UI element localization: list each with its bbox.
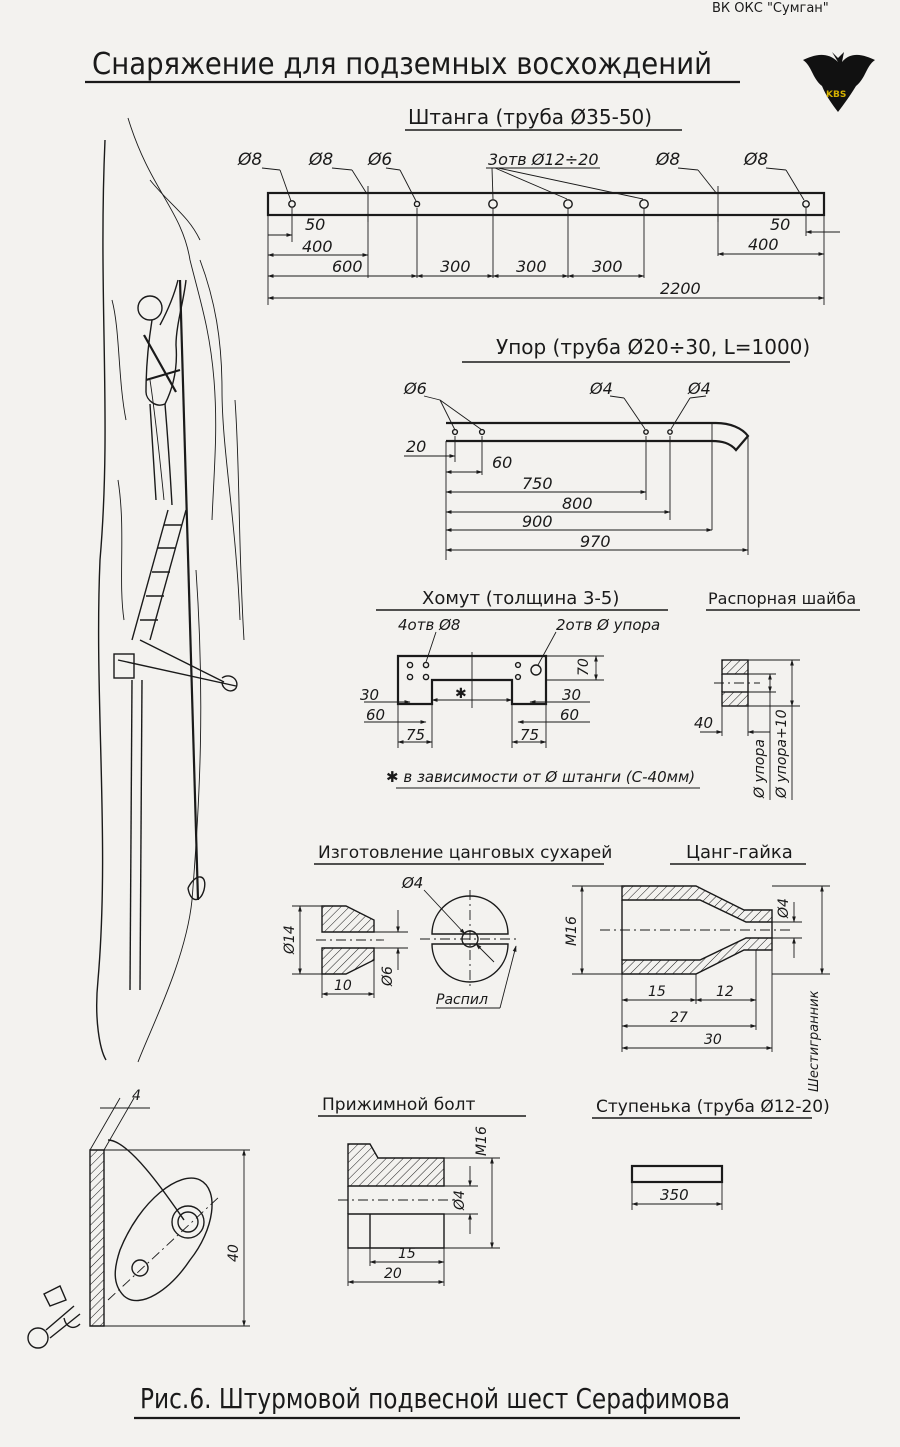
shtanga-dim-400-right: 400 [748,235,779,254]
shtanga-dim-50-right: 50 [770,215,790,234]
upor-dim-800: 800 [562,494,593,513]
stupenka-dim-350: 350 [660,1186,689,1204]
khomut-star-mark: ✱ [455,686,467,702]
shtanga-hole-5: Ø8 [743,150,768,170]
upor-dim-20: 20 [406,437,426,456]
khomut-dim-70: 70 [576,658,592,676]
shtanga-dim-300a: 300 [440,257,471,276]
shtanga-hole-4: Ø8 [655,150,680,170]
bolt-dim-15: 15 [398,1246,416,1262]
caption: Рис.6. Штурмовой подвесной шест Серафимо… [134,1382,740,1420]
climber-scene-illustration [96,117,245,1063]
shtanga-hole-group: 3отв Ø12÷20 [488,150,599,169]
bracket-dim-40: 40 [226,1244,242,1262]
bolt-title: Прижимной болт [322,1095,476,1115]
khomut-dim-30-right: 30 [562,686,581,704]
khomut-upor-holes-label: 2отв Ø упора [556,616,660,634]
header: ВК ОКС "Сумган" Снаряжение для подземных… [85,1,875,112]
gayka-section: Цанг-гайка M16 Ø4 Шестигранник 15 12 27 … [564,842,830,1092]
gayka-dim-m16: M16 [564,916,580,946]
sukhari-dim-d14: Ø14 [282,925,298,955]
shtanga-section: Штанга (труба Ø35-50) Ø8 Ø8 Ø6 3отв Ø12÷… [237,105,840,305]
khomut-dim-60-left: 60 [366,706,385,724]
sukhari-section: Изготовление цанговых сухарей Ø14 Ø6 10 … [282,843,612,1009]
shtanga-dim-400: 400 [302,237,333,256]
khomut-dim-75-left: 75 [406,726,425,744]
bracket-illustration: 40 4 [27,1088,250,1349]
gayka-title: Цанг-гайка [686,842,793,863]
upor-hole-2: Ø4 [589,379,613,398]
khomut-dim-60-right: 60 [560,706,579,724]
gayka-dim-d4: Ø4 [776,898,792,919]
khomut-dim-75-right: 75 [520,726,539,744]
khomut-note: ✱ в зависимости от Ø штанги (C-40мм) [386,768,695,786]
gayka-dim-27: 27 [670,1010,688,1026]
khomut-dim-30-left: 30 [360,686,379,704]
sukhari-title: Изготовление цанговых сухарей [318,843,612,863]
gayka-hex-label: Шестигранник [807,990,822,1092]
khomut-plate [396,654,548,706]
upor-hole-1: Ø6 [403,379,427,398]
page-title: Снаряжение для подземных восхождений [92,47,712,82]
logo-text: KBS [826,90,846,100]
khomut-holes-label: 4отв Ø8 [398,616,460,634]
shtanga-dim-2200: 2200 [660,279,701,298]
gayka-dim-15: 15 [648,984,666,1000]
khomut-section: Хомут (толщина 3-5) 4отв Ø8 2отв Ø упора… [360,588,700,789]
shtanga-hole-2: Ø8 [308,150,333,170]
upor-dim-900: 900 [522,512,553,531]
bolt-dim-m16: M16 [474,1126,490,1156]
bolt-dim-d4: Ø4 [452,1190,468,1211]
sukhari-dim-d4: Ø4 [401,874,423,892]
upor-dim-750: 750 [522,474,553,493]
shtanga-title: Штанга (труба Ø35-50) [408,105,652,129]
org-label: ВК ОКС "Сумган" [712,1,829,16]
khomut-title: Хомут (толщина 3-5) [422,588,619,609]
shayba-dim-upor-plus: Ø упора+10 [774,709,790,799]
figure-caption: Рис.6. Штурмовой подвесной шест Серафимо… [140,1382,730,1415]
stupenka-title: Ступенька (труба Ø12-20) [596,1097,830,1117]
shtanga-dim-600: 600 [332,257,363,276]
shtanga-bar [266,191,826,217]
bolt-section: Прижимной болт M16 Ø4 15 20 [318,1095,526,1286]
stupenka-tube [630,1164,724,1184]
sukhari-cut-label: Распил [436,992,488,1008]
bolt-dim-20: 20 [384,1266,402,1282]
upor-dim-970: 970 [580,532,611,551]
gayka-dim-30: 30 [704,1032,722,1048]
shayba-dim-40: 40 [694,714,713,732]
gayka-dim-12: 12 [716,984,734,1000]
sukhari-dim-d6: Ø6 [380,966,396,987]
shtanga-hole-3: Ø6 [367,150,392,170]
shtanga-dim-50: 50 [305,215,325,234]
shtanga-hole-1: Ø8 [237,150,262,170]
shtanga-dim-300c: 300 [592,257,623,276]
bracket-dim-4: 4 [132,1088,141,1104]
shayba-title: Распорная шайба [708,589,856,608]
stupenka-section: Ступенька (труба Ø12-20) 350 [592,1097,830,1210]
upor-title: Упор (труба Ø20÷30, L=1000) [496,335,810,359]
upor-tube [446,421,750,452]
shtanga-dim-300b: 300 [516,257,547,276]
bat-logo-icon: KBS [803,52,875,112]
shayba-dim-upor: Ø упора [752,739,768,799]
shayba-section: Распорная шайба Ø упора Ø упора+10 40 [694,589,860,800]
upor-hole-3: Ø4 [687,379,711,398]
upor-section: Упор (труба Ø20÷30, L=1000) Ø6 Ø4 Ø4 20 … [403,335,810,560]
sukhari-dim-10: 10 [334,978,352,994]
upor-dim-60: 60 [492,453,512,472]
